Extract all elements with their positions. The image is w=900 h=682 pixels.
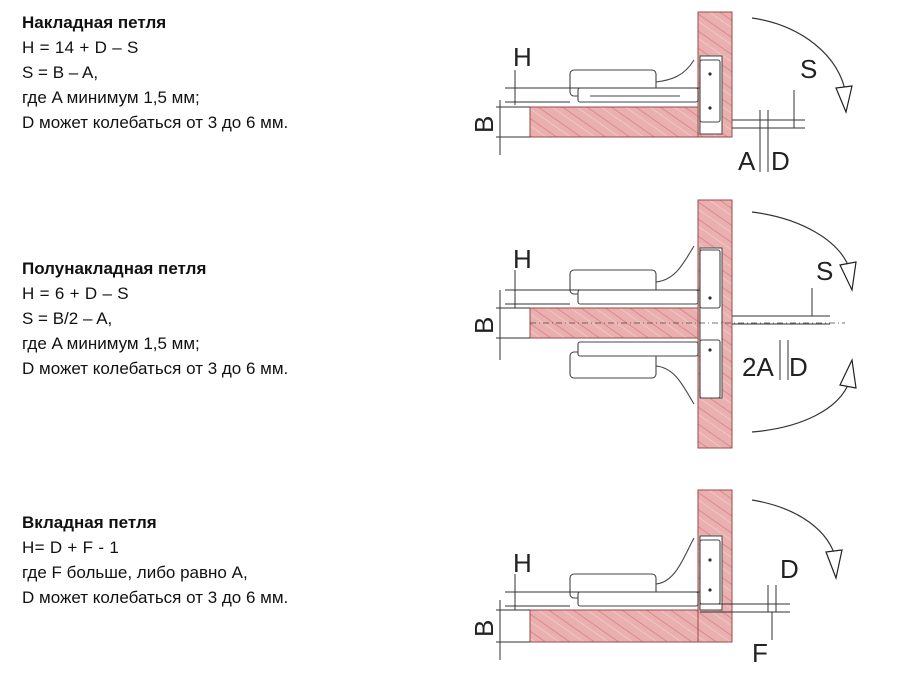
label-D: D xyxy=(771,146,790,176)
formula-line: где A минимум 1,5 мм; xyxy=(22,88,200,107)
label-B: B xyxy=(469,317,499,334)
label-B: B xyxy=(469,620,499,637)
formula-line: где F больше, либо равно A, xyxy=(22,563,248,582)
formula-line: D может колебаться от 3 до 6 мм. xyxy=(22,359,289,378)
label-S: S xyxy=(816,256,833,286)
hinge-inset-block: Вкладная петля H= D + F - 1 где F больше… xyxy=(22,510,442,610)
label-F: F xyxy=(752,638,768,668)
label-H: H xyxy=(513,42,532,72)
formula-line: H= D + F - 1 xyxy=(22,538,120,557)
label-2A: 2A xyxy=(742,352,774,382)
label-D: D xyxy=(780,554,799,584)
diagram-half-overlay: H B S 2A D xyxy=(469,199,857,449)
formula-line: S = B/2 – A, xyxy=(22,309,113,328)
label-S: S xyxy=(800,54,817,84)
formula-line: H = 14 + D – S xyxy=(22,38,139,57)
formula-line: D может колебаться от 3 до 6 мм. xyxy=(22,588,289,607)
formula-line: H = 6 + D – S xyxy=(22,284,129,303)
label-H: H xyxy=(513,548,532,578)
label-D: D xyxy=(789,352,808,382)
hinge-overlay-block: Накладная петля H = 14 + D – S S = B – A… xyxy=(22,10,442,135)
formula-line: S = B – A, xyxy=(22,63,99,82)
label-H: H xyxy=(513,244,532,274)
hinge-inset-title: Вкладная петля xyxy=(22,513,157,532)
formula-line: D может колебаться от 3 до 6 мм. xyxy=(22,113,289,132)
diagram-inset: H B D F xyxy=(469,489,843,668)
formula-line: где A минимум 1,5 мм; xyxy=(22,334,200,353)
hinge-half-overlay-block: Полунакладная петля H = 6 + D – S S = B/… xyxy=(22,256,442,381)
hinge-half-overlay-title: Полунакладная петля xyxy=(22,259,207,278)
diagram-overlay: H B S A D xyxy=(469,11,853,176)
label-B: B xyxy=(469,116,499,133)
label-A: A xyxy=(738,146,756,176)
hinge-overlay-title: Накладная петля xyxy=(22,13,167,32)
